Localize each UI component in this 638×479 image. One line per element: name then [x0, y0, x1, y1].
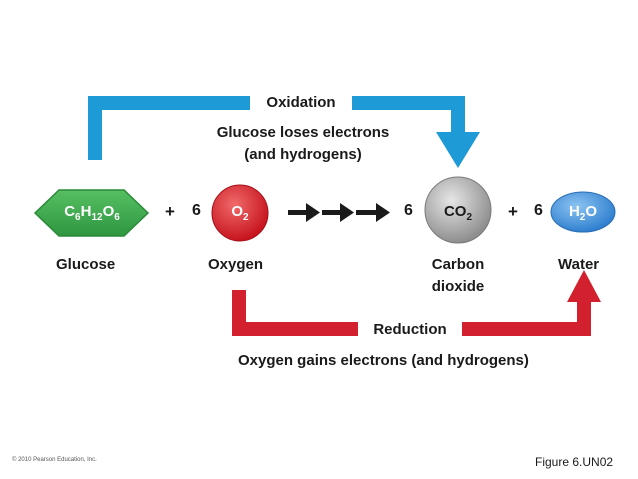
water-ellipse: [550, 191, 616, 233]
glucose-name: Glucose: [56, 256, 116, 273]
oxidation-arrow-path-right: [352, 96, 465, 132]
plus-sign: +: [165, 202, 175, 221]
carbon-dioxide-name-line1: Carbon: [431, 256, 485, 273]
reduction-arrowhead: [567, 270, 601, 302]
water-coefficient: 6: [534, 202, 543, 219]
reduction-arrow-path: [232, 290, 358, 336]
carbon-dioxide-formula: CO2: [443, 203, 473, 223]
arrow-right-icon: [288, 203, 390, 222]
oxidation-caption-line1: Glucose loses electrons: [216, 124, 390, 141]
water-name: Water: [558, 256, 600, 273]
oxygen-circle: [211, 184, 269, 242]
oxidation-arrow-path: [88, 96, 250, 160]
carbon-dioxide-name-line2: dioxide: [431, 278, 485, 295]
oxidation-label: Oxidation: [266, 94, 336, 111]
reduction-label: Reduction: [373, 321, 447, 338]
copyright-text: © 2010 Pearson Education, Inc.: [12, 457, 97, 463]
oxidation-arrow: [88, 96, 480, 168]
reduction-caption: Oxygen gains electrons (and hydrogens): [238, 352, 529, 369]
carbon-dioxide-circle: [424, 176, 492, 244]
reduction-arrow: [232, 270, 601, 336]
arrow-right-icon: [356, 203, 390, 222]
oxygen-name: Oxygen: [208, 256, 264, 273]
arrow-right-icon: [288, 203, 320, 222]
glucose-hexagon: [33, 189, 150, 237]
oxidation-caption-line2: (and hydrogens): [244, 146, 362, 163]
oxidation-arrowhead: [436, 132, 480, 168]
reduction-arrow-path-right: [462, 302, 591, 336]
arrow-right-icon: [322, 203, 354, 222]
water-formula: H2O: [568, 203, 598, 223]
glucose-formula: C6H12O6: [64, 203, 120, 223]
figure-label: Figure 6.UN02: [535, 455, 614, 469]
oxygen-formula: O2: [231, 203, 249, 223]
plus-sign: +: [508, 202, 518, 221]
carbon-dioxide-coefficient: 6: [404, 202, 413, 219]
oxygen-coefficient: 6: [192, 202, 201, 219]
